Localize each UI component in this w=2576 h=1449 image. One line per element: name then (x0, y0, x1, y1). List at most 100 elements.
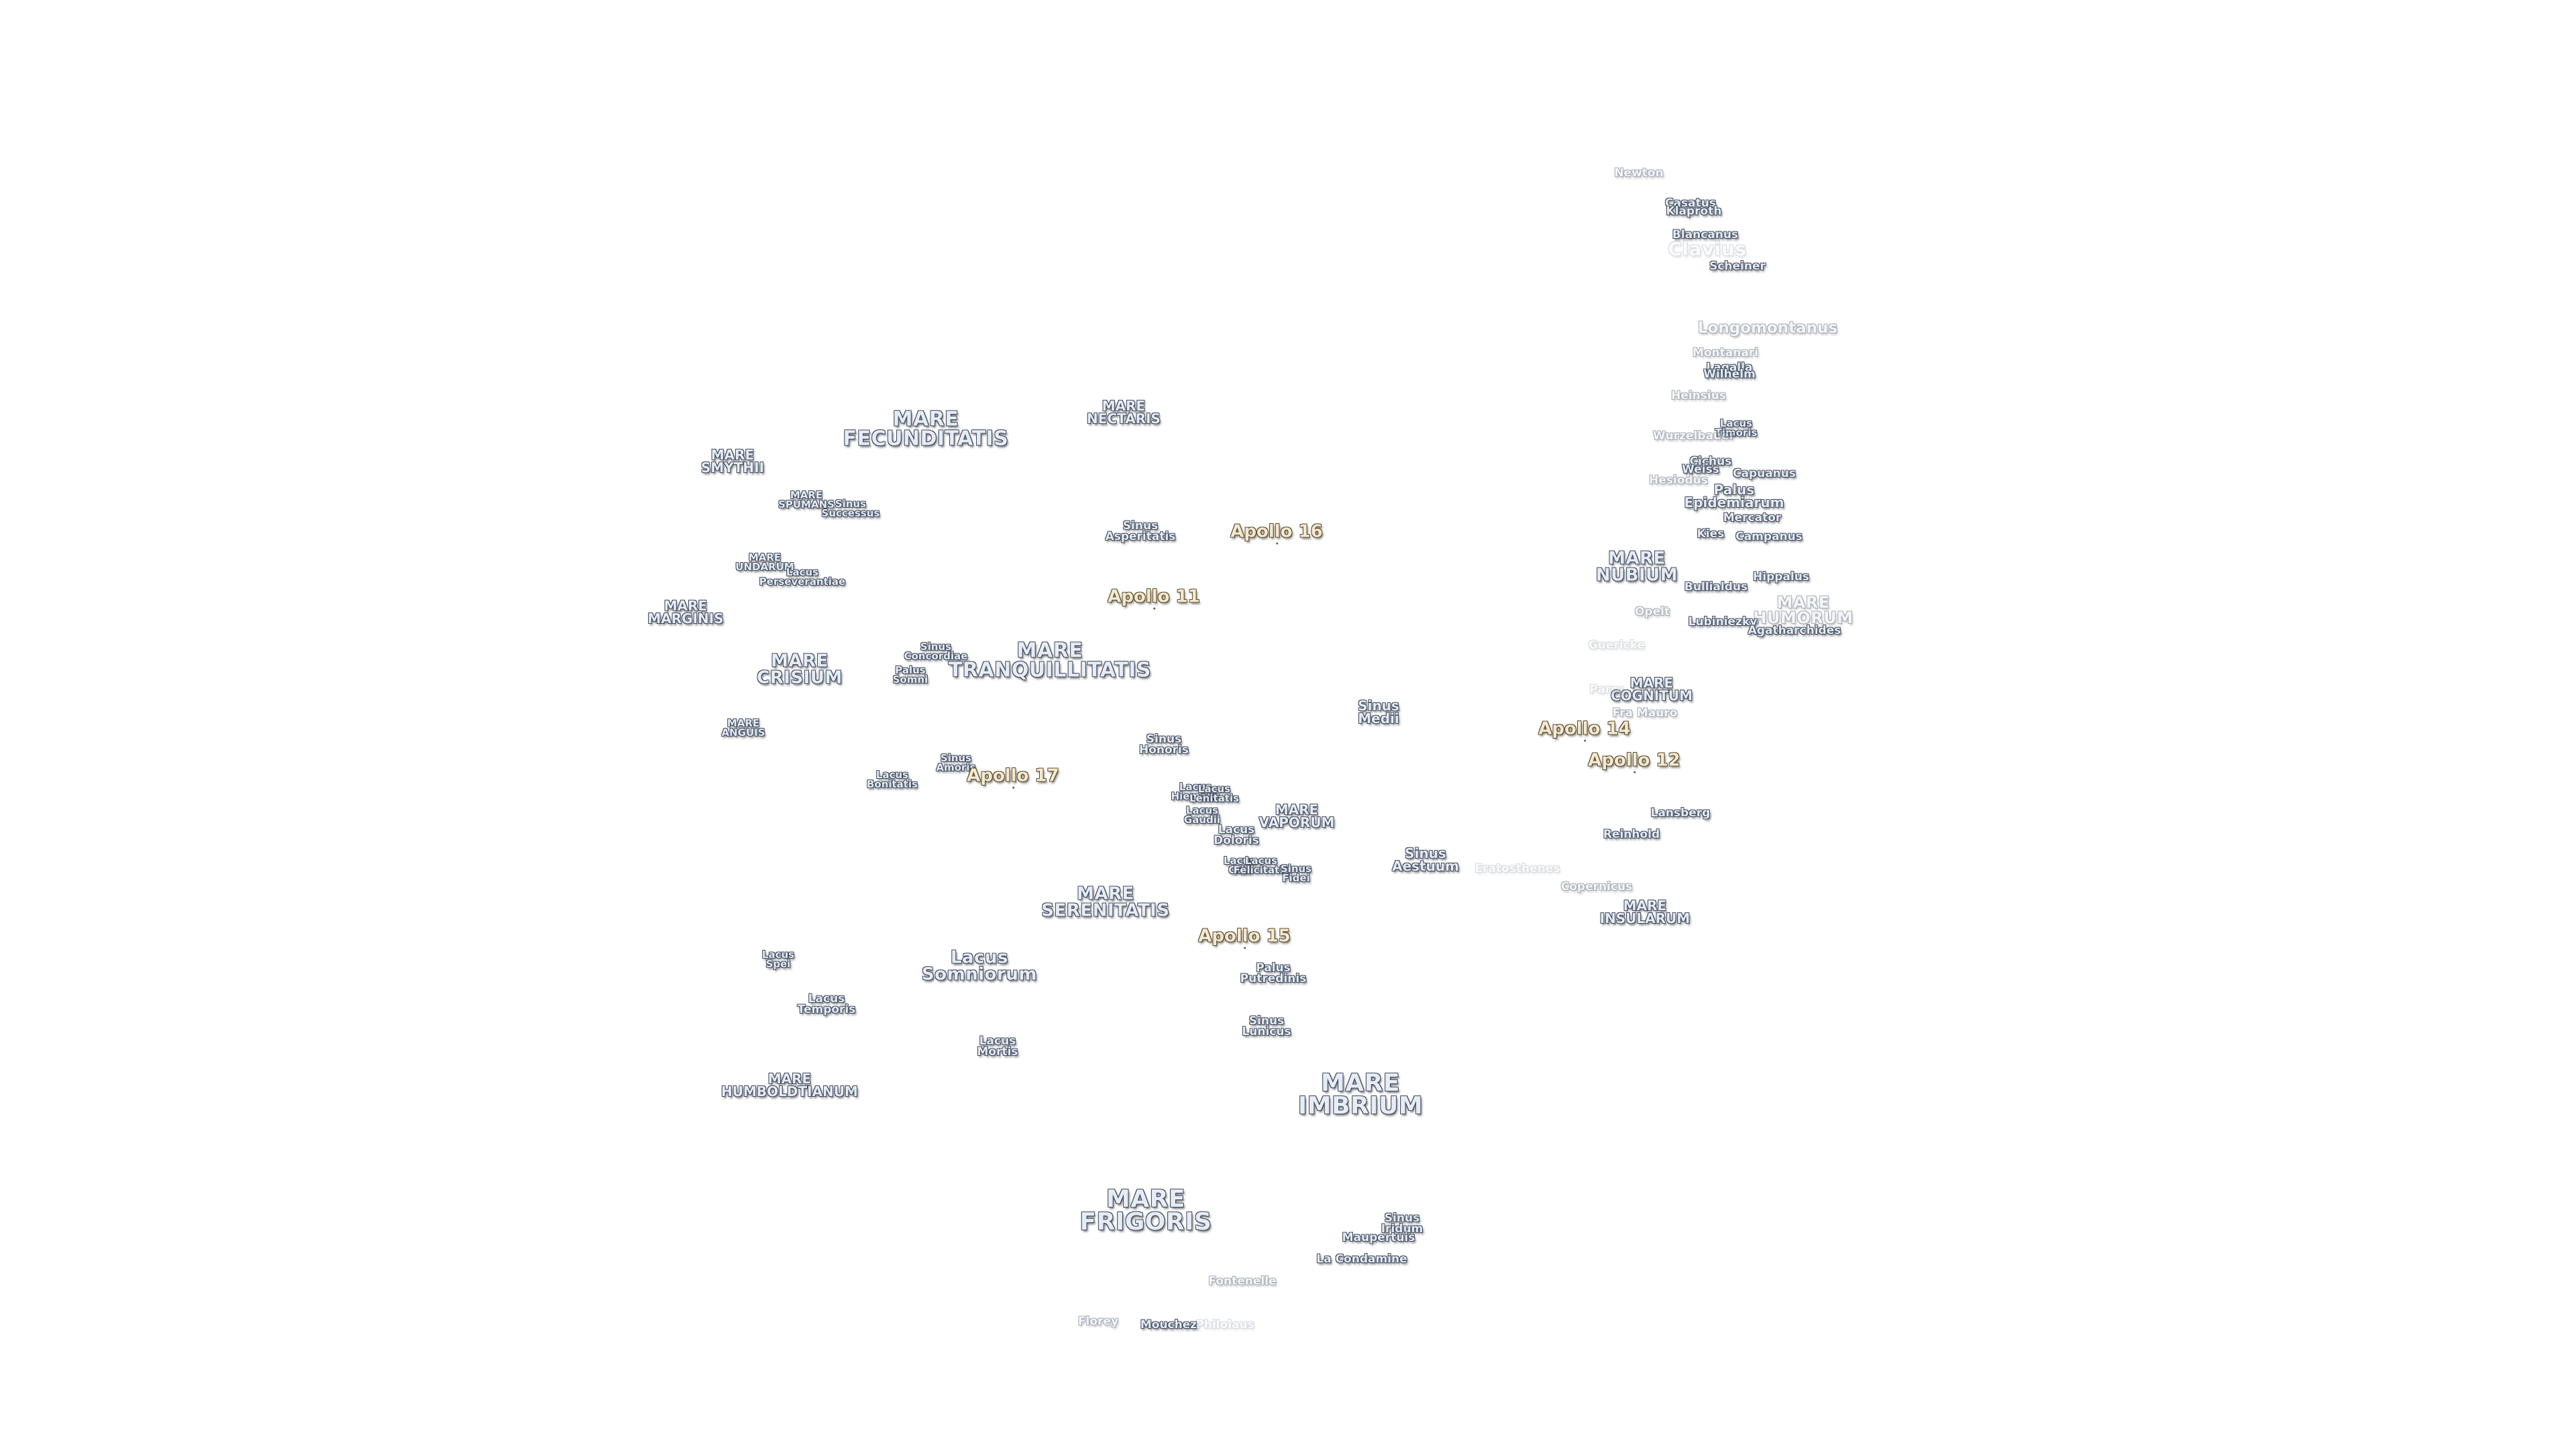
label-line: Lacus (1244, 854, 1278, 867)
label-line: Cichus (1689, 454, 1732, 468)
label-line: Kies (1697, 527, 1725, 541)
label-eratosthenes: Eratosthenes (1475, 863, 1560, 874)
label-line: Fontenelle (1208, 1274, 1277, 1288)
label-line: Lubiniezky (1688, 614, 1758, 629)
label-line: MARE (1608, 548, 1666, 569)
label-line: MARE (710, 447, 755, 463)
label-line: Lansberg (1650, 806, 1711, 820)
label-line: Apollo 14 (1538, 718, 1631, 739)
label-line: Sinus (1280, 862, 1312, 875)
label-line: TRANQUILLITATIS (948, 658, 1152, 682)
label-line: La Condamine (1316, 1252, 1407, 1266)
label-line: Sinus (1122, 519, 1159, 533)
label-line: INSULARUM (1599, 910, 1690, 926)
label-line: Palus (895, 663, 926, 676)
label-line: Lacus (1185, 804, 1219, 816)
label-line: Guericke (1588, 638, 1646, 652)
label-line: Fra Mauro (1612, 706, 1678, 720)
label-line: MARE (790, 488, 823, 501)
label-line: Copernicus (1560, 879, 1633, 894)
label-line: MARE (1623, 898, 1667, 914)
label-line: Apollo 15 (1198, 926, 1291, 947)
label-line: Lacus (1223, 854, 1256, 867)
label-line: SMYTHII (700, 460, 765, 476)
label-line: Wurzelbauer (1652, 429, 1735, 443)
label-line: Timoris (1715, 427, 1758, 439)
label-line: Apollo 11 (1108, 586, 1200, 607)
label-line: HUMBOLDTIANUM (721, 1083, 858, 1099)
label-line: Blancanus (1672, 227, 1739, 241)
label-line: Odii (1228, 864, 1251, 876)
label-line: Asperitatis (1105, 530, 1176, 543)
label-line: MARE (748, 551, 782, 564)
label-line: FRIGORIS (1079, 1208, 1212, 1236)
label-line: Sinus (920, 640, 952, 653)
label-agatharchides: Agatharchides (1748, 625, 1841, 636)
label-florey: Florey (1078, 1316, 1118, 1327)
label-line: Sinus (1146, 732, 1182, 746)
label-line: Reinhold (1603, 827, 1660, 841)
label-line: Mercator (1723, 511, 1782, 525)
label-line: Sinus (1358, 698, 1399, 714)
label-line: Newton (1614, 166, 1664, 180)
label-line: Bullialdus (1684, 580, 1748, 594)
label-apollo-14: Apollo 14 (1538, 718, 1631, 741)
label-line: Aestuum (1392, 858, 1459, 874)
label-casatus: Casatus (1665, 197, 1716, 209)
label-line: IMBRIUM (1297, 1092, 1424, 1120)
label-line: ANGUIS (721, 727, 765, 739)
label-bullialdus: Bullialdus (1684, 580, 1748, 594)
label-mercator: Mercator (1723, 511, 1782, 525)
label-line: Honoris (1138, 743, 1189, 757)
label-line: MARE (727, 716, 760, 729)
label-line: Clavius (1668, 237, 1747, 260)
label-apollo-16: Apollo 16 (1230, 523, 1323, 544)
label-line: Sinus (940, 751, 972, 764)
label-wurzelbauer: Wurzelbauer (1652, 429, 1735, 443)
label-line: MARE (1106, 1185, 1185, 1213)
label-line: Sinus (1248, 1014, 1285, 1028)
label-cichus: Cichus (1689, 454, 1732, 468)
label-heinsius: Heinsius (1671, 390, 1726, 401)
label-line: Lunicus (1242, 1025, 1291, 1038)
label-line: Mouchez (1140, 1318, 1197, 1332)
label-fra-mauro: Fra Mauro (1612, 706, 1678, 720)
label-line: Agatharchides (1748, 623, 1841, 637)
label-line: Gaudii (1183, 814, 1221, 826)
label-fontenelle: Fontenelle (1208, 1274, 1277, 1288)
label-line: MARE (1275, 802, 1319, 818)
label-montanari: Montanari (1693, 347, 1758, 358)
label-opelt: Opelt (1635, 606, 1670, 617)
label-blancanus: Blancanus (1672, 229, 1738, 240)
label-line: UNDARUM (735, 561, 794, 573)
label-line: Fidei (1282, 872, 1310, 884)
label-line: Sinus (1384, 1211, 1420, 1225)
label-line: SERENITATIS (1041, 900, 1170, 920)
label-line: COGNITUM (1610, 688, 1693, 704)
label-line: HUMORUM (1753, 608, 1854, 627)
